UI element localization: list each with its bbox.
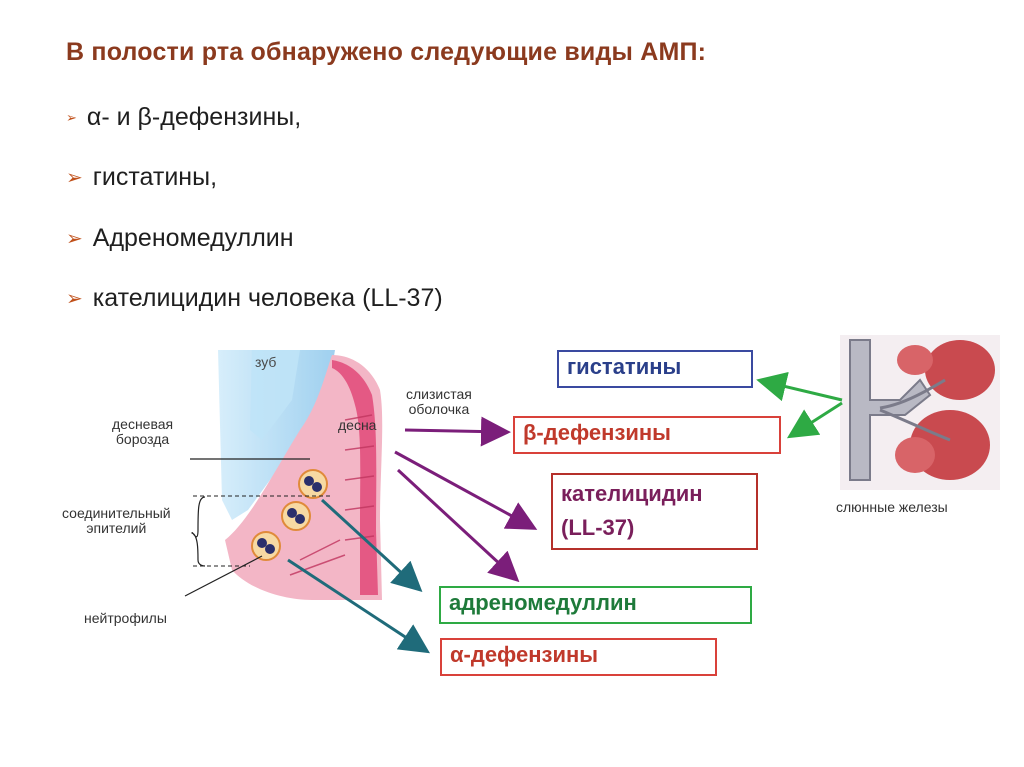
gum-label: десна xyxy=(338,417,377,433)
arrow-to-cathelicidin xyxy=(394,450,538,530)
mucosa-label-line: слизистая xyxy=(406,386,472,402)
tooth-label: зуб xyxy=(255,354,277,370)
gingival-sulcus-label-line: десневая xyxy=(112,416,174,432)
cathelicidin-line: кателицидин xyxy=(561,481,703,506)
bullet-text: гистатины, xyxy=(92,163,218,191)
junctional-epithelium-label-line: соединительный xyxy=(62,505,171,521)
neutrophils-label: нейтрофилы xyxy=(84,610,167,626)
arrow-bullet-icon: ➢ xyxy=(66,288,83,310)
mucosa-label: слизистая оболочка xyxy=(406,387,472,416)
gingival-sulcus-label: десневая борозда xyxy=(112,417,173,446)
histatins-box: гистатины xyxy=(557,350,753,388)
arrow-teal-1 xyxy=(320,498,423,593)
cathelicidin-line: (LL-37) xyxy=(561,515,635,540)
neutrophil-cells xyxy=(251,469,328,561)
arrow-bullet-icon: ➢ xyxy=(66,167,83,189)
beta-defensins-box: β-дефензины xyxy=(513,416,781,454)
mucosa-label-line: оболочка xyxy=(408,400,470,417)
arrow-to-beta-defensins-green xyxy=(786,401,843,439)
arrow-bullet-icon: ➢ xyxy=(66,109,77,125)
arrow-bullet-icon: ➢ xyxy=(66,228,83,250)
bullet-item: ➢ α- и β-дефензины, xyxy=(66,103,301,132)
gingival-sulcus-label-line: борозда xyxy=(115,430,170,447)
arrow-teal-2 xyxy=(287,558,431,654)
cathelicidin-box: кателицидин (LL-37) xyxy=(551,473,758,550)
junctional-epithelium-label-line: эпителий xyxy=(86,519,147,536)
arrow-to-beta-defensins xyxy=(404,416,511,447)
bullet-text: α- и β-дефензины, xyxy=(86,103,302,131)
tooth-shape xyxy=(218,350,335,520)
arrow-to-adrenomedullin xyxy=(396,468,520,583)
junctional-epithelium-label: соединительный эпителий xyxy=(62,506,171,535)
bullet-item: ➢ Адреномедуллин xyxy=(66,224,294,253)
bullet-text: кателицидин человека (LL-37) xyxy=(92,284,443,312)
salivary-gland-image xyxy=(840,335,1000,490)
salivary-glands-label: слюнные железы xyxy=(836,499,948,515)
alpha-defensins-box: α-дефензины xyxy=(440,638,717,676)
bullet-item: ➢ кателицидин человека (LL-37) xyxy=(66,284,443,313)
bullet-text: Адреномедуллин xyxy=(92,224,294,252)
adrenomedullin-box: адреномедуллин xyxy=(439,586,752,624)
bullet-item: ➢ гистатины, xyxy=(66,163,217,192)
arrow-to-histatins xyxy=(756,371,843,402)
slide-title: В полости рта обнаружено следующие виды … xyxy=(66,38,707,66)
